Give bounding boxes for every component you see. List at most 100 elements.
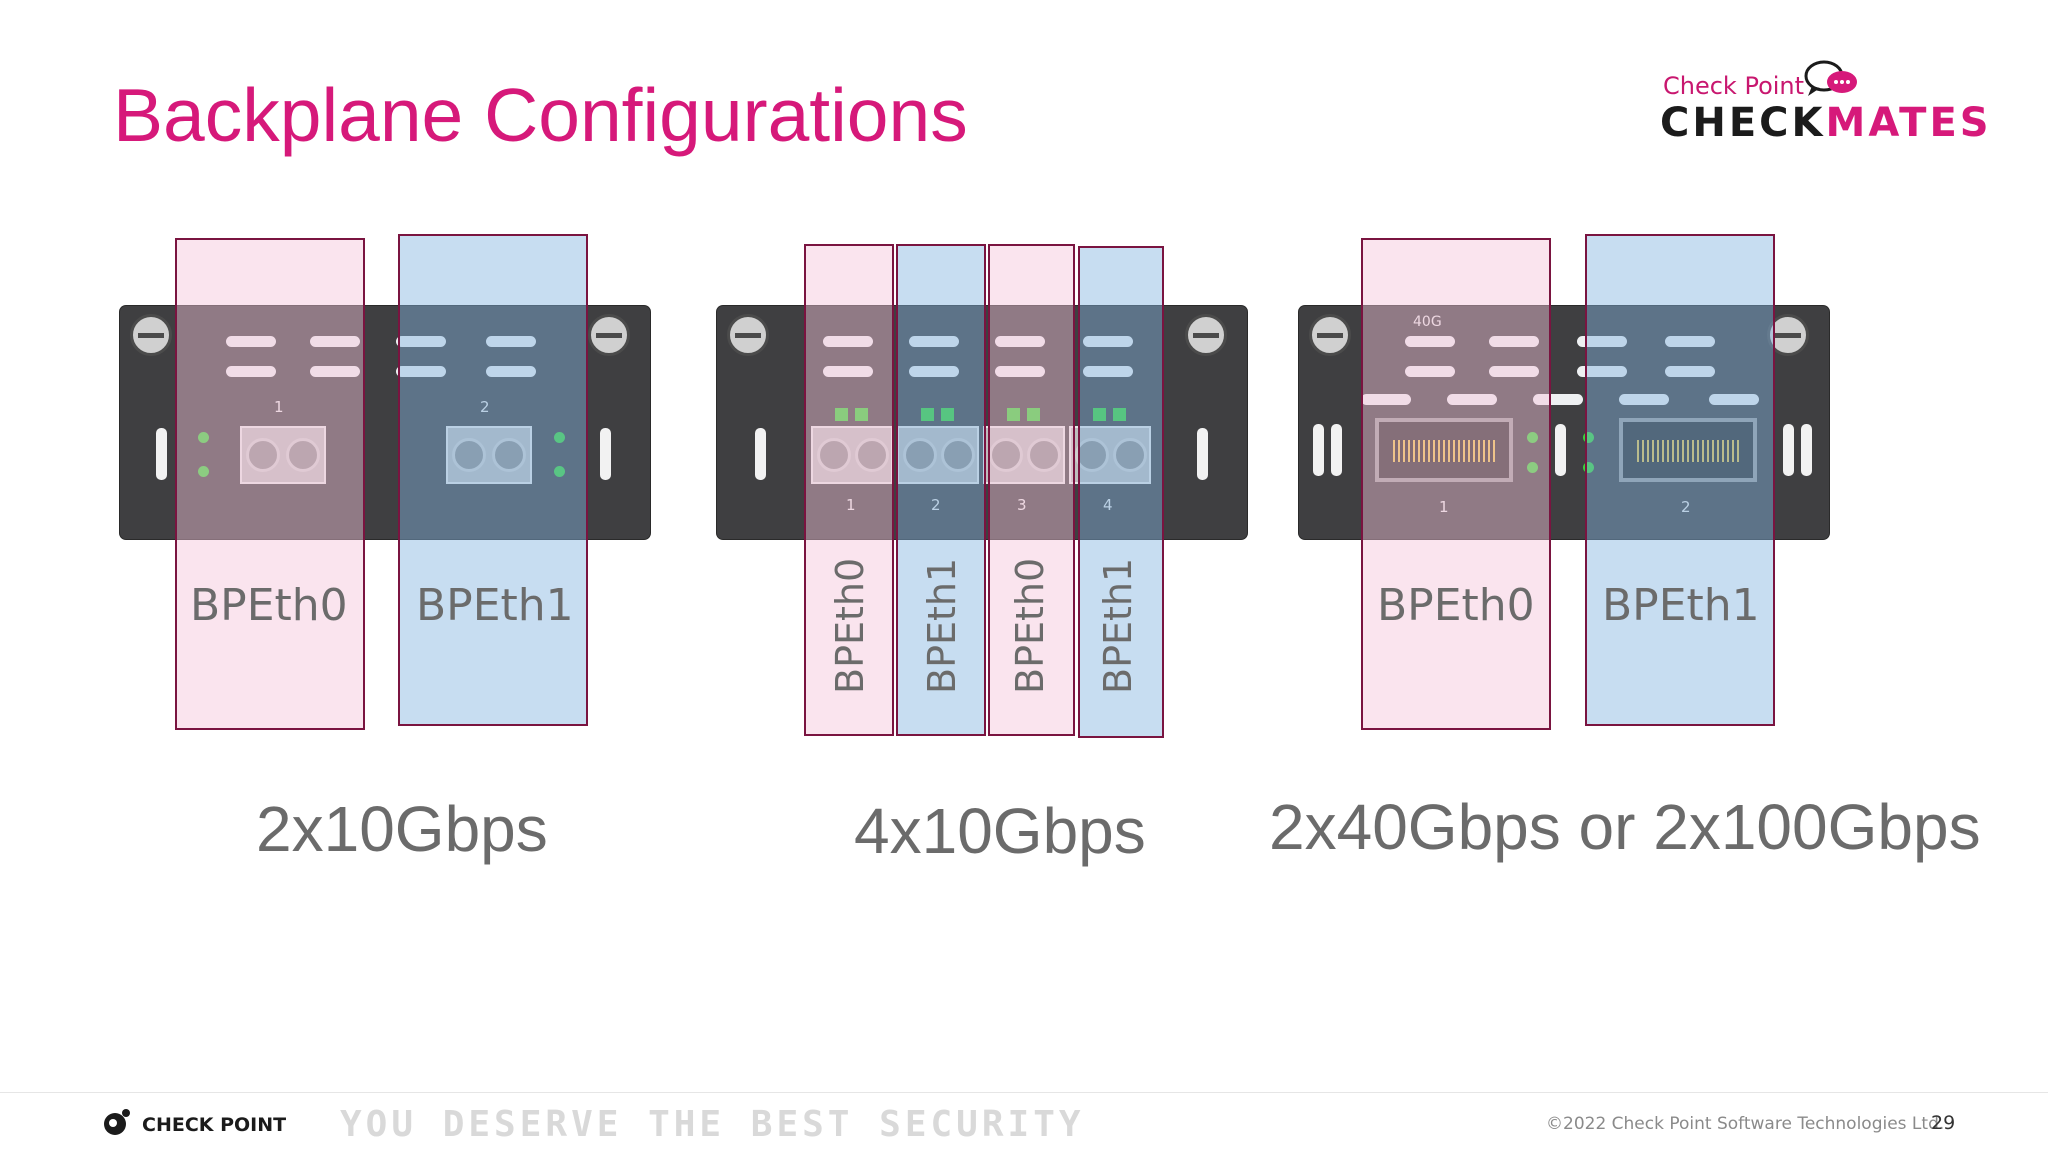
port-number: 3 (1017, 496, 1027, 514)
bpeth0-label: BPEth0 (828, 557, 872, 694)
vent-slot (909, 366, 959, 377)
footer-logo-text: CHECK POINT (142, 1114, 287, 1136)
bpeth0-overlay (804, 244, 894, 736)
status-led (921, 408, 934, 421)
card-handle (1783, 424, 1794, 476)
port-number: 2 (1681, 498, 1691, 516)
vent-slot (1083, 366, 1133, 377)
checkmates-mates: MATES (1825, 100, 1992, 146)
bpeth0-label: BPEth0 (190, 580, 348, 631)
vent-slot (1447, 394, 1497, 405)
bpeth1-overlay (398, 234, 588, 726)
card-handle (1801, 424, 1812, 476)
status-led (554, 466, 565, 477)
checkmates-logo-small-text: Check Point (1663, 72, 1805, 100)
bpeth1-label: BPEth1 (1602, 580, 1760, 631)
check-point-logo-icon (104, 1109, 130, 1135)
card-handle (755, 428, 766, 480)
vent-slot (310, 366, 360, 377)
status-led (835, 408, 848, 421)
status-led (1027, 408, 1040, 421)
bpeth1-label: BPEth1 (1096, 557, 1140, 694)
bpeth0-overlay (175, 238, 365, 730)
status-led (1007, 408, 1020, 421)
vent-slot (823, 336, 873, 347)
card-handle (1555, 424, 1566, 476)
screw-icon (1309, 314, 1351, 356)
vent-slot (486, 336, 536, 347)
bpeth1-label: BPEth1 (920, 557, 964, 694)
sfp-port (446, 426, 532, 484)
checkmates-logo-big-text: CHECKMATES (1660, 100, 1992, 146)
screw-icon (588, 314, 630, 356)
vent-slot (1709, 394, 1759, 405)
port-number: 1 (846, 496, 856, 514)
footer-divider (0, 1092, 2048, 1093)
bpeth0-overlay (1361, 238, 1551, 730)
speed-label: 2x10Gbps (256, 793, 548, 865)
checkmates-check: CHECK (1660, 100, 1826, 146)
vent-slot (823, 366, 873, 377)
vent-slot (226, 336, 276, 347)
vent-slot (226, 366, 276, 377)
card-tag: 40G (1413, 314, 1442, 330)
port-number: 1 (274, 398, 284, 416)
vent-slot (486, 366, 536, 377)
backplane-card-2: 1 2 3 4 (717, 306, 1247, 539)
bpeth1-overlay (896, 244, 986, 736)
screw-icon (727, 314, 769, 356)
speed-label: 2x40Gbps or 2x100Gbps (1269, 791, 1981, 863)
status-led (855, 408, 868, 421)
vent-slot (1533, 394, 1583, 405)
vent-slot (1665, 366, 1715, 377)
backplane-card-1: 1 2 (120, 306, 650, 539)
vent-slot (1405, 366, 1455, 377)
backplane-card-3: 40G 1 2 (1299, 306, 1829, 539)
port-number: 2 (931, 496, 941, 514)
vent-slot (995, 366, 1045, 377)
bpeth0-label: BPEth0 (1008, 557, 1052, 694)
status-led (1583, 462, 1594, 473)
vent-slot (1361, 394, 1411, 405)
bpeth0-overlay (988, 244, 1075, 736)
card-handle (1197, 428, 1208, 480)
vent-slot (909, 336, 959, 347)
status-led (1583, 432, 1594, 443)
sfp-port (240, 426, 326, 484)
footer-tagline: YOU DESERVE THE BEST SECURITY (340, 1104, 1085, 1145)
vent-slot (1665, 336, 1715, 347)
footer-copyright: ©2022 Check Point Software Technologies … (1546, 1114, 1945, 1134)
vent-slot (396, 366, 446, 377)
vent-slot (1405, 336, 1455, 347)
status-led (198, 432, 209, 443)
status-led (198, 466, 209, 477)
screw-icon (130, 314, 172, 356)
status-led (941, 408, 954, 421)
bpeth1-overlay (1585, 234, 1775, 726)
status-led (554, 432, 565, 443)
bpeth0-label: BPEth0 (1377, 580, 1535, 631)
vent-slot (995, 336, 1045, 347)
chat-bubble-icon (1804, 60, 1857, 96)
status-led (1093, 408, 1106, 421)
status-led (1527, 462, 1538, 473)
vent-slot (1083, 336, 1133, 347)
card-handle (1313, 424, 1324, 476)
screw-icon (1185, 314, 1227, 356)
slide-title: Backplane Configurations (113, 73, 968, 157)
vent-slot (1489, 336, 1539, 347)
card-handle (600, 428, 611, 480)
port-number: 4 (1103, 496, 1113, 514)
speed-label: 4x10Gbps (854, 795, 1146, 867)
vent-slot (310, 336, 360, 347)
qsfp-port (1375, 418, 1513, 482)
bpeth1-overlay (1078, 246, 1164, 738)
sfp-port (983, 426, 1065, 484)
vent-slot (1577, 336, 1627, 347)
status-led (1113, 408, 1126, 421)
bpeth1-label: BPEth1 (416, 580, 574, 631)
vent-slot (1619, 394, 1669, 405)
card_handle (1331, 424, 1342, 476)
vent-slot (396, 336, 446, 347)
qsfp-port (1619, 418, 1757, 482)
